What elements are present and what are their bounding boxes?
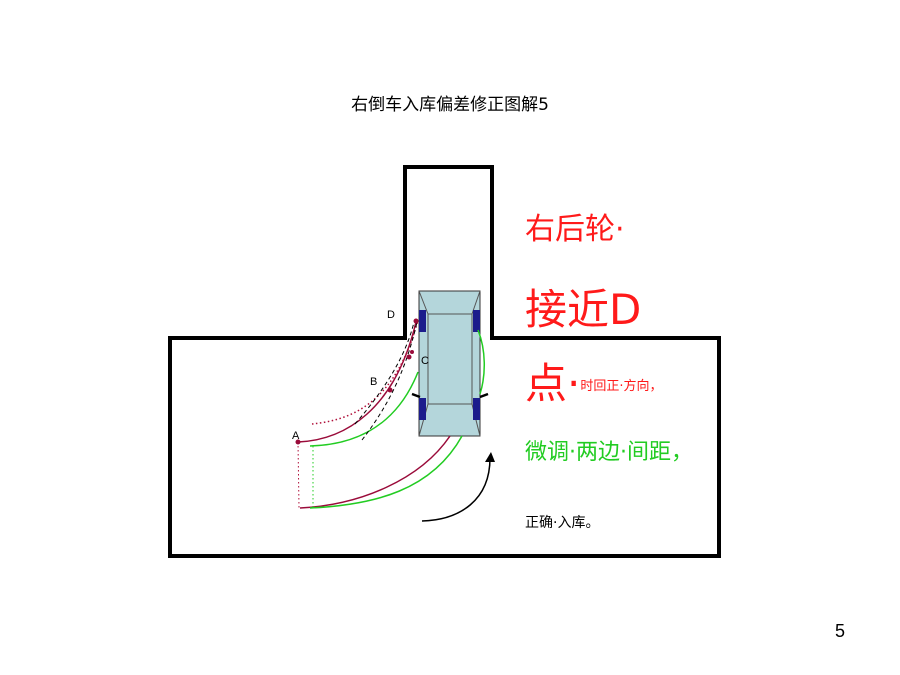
point-b (387, 387, 393, 393)
wheel-rear-left (419, 398, 426, 420)
note-line-2: 接近D (525, 285, 642, 334)
path-green-right (477, 329, 486, 395)
note-line-3: 点·时回正·方向， (525, 350, 663, 411)
path-green-lower (309, 435, 463, 509)
note-line-5: 正确·入库。 (525, 515, 600, 531)
wheel-rear-right (473, 398, 480, 420)
page-title: 右倒车入库偏差修正图解5 (351, 95, 549, 115)
note-line-1: 右后轮· (525, 212, 625, 247)
path-black-dashed-1 (361, 321, 418, 441)
page-number: 5 (834, 621, 845, 641)
wheel-front-right (473, 310, 480, 332)
point-c-1 (406, 354, 412, 360)
path-green-upper (309, 371, 419, 447)
path-red-lower (299, 435, 451, 509)
point-d (413, 318, 419, 324)
path-black-dashed-2 (354, 321, 415, 425)
label-c: C (421, 355, 429, 367)
trajectories (297, 319, 486, 509)
connector-red-dotted (297, 441, 300, 509)
note-line-3-big: 点· (525, 359, 581, 408)
point-c-2 (410, 350, 414, 354)
label-b: B (370, 376, 378, 388)
path-red-upper (297, 321, 417, 443)
point-a (295, 439, 301, 445)
label-d: D (387, 309, 395, 321)
reverse-arrow (421, 457, 491, 522)
label-a: A (292, 430, 300, 442)
reverse-arrowhead-icon (485, 452, 495, 462)
note-line-3-small: 时回正·方向， (580, 379, 663, 394)
path-red-dotted (311, 319, 419, 425)
note-line-4: 微调·两边·间距， (525, 440, 693, 465)
wheel-front-left (419, 310, 426, 332)
parking-lot-outline (168, 165, 721, 558)
car-roof (427, 313, 473, 405)
